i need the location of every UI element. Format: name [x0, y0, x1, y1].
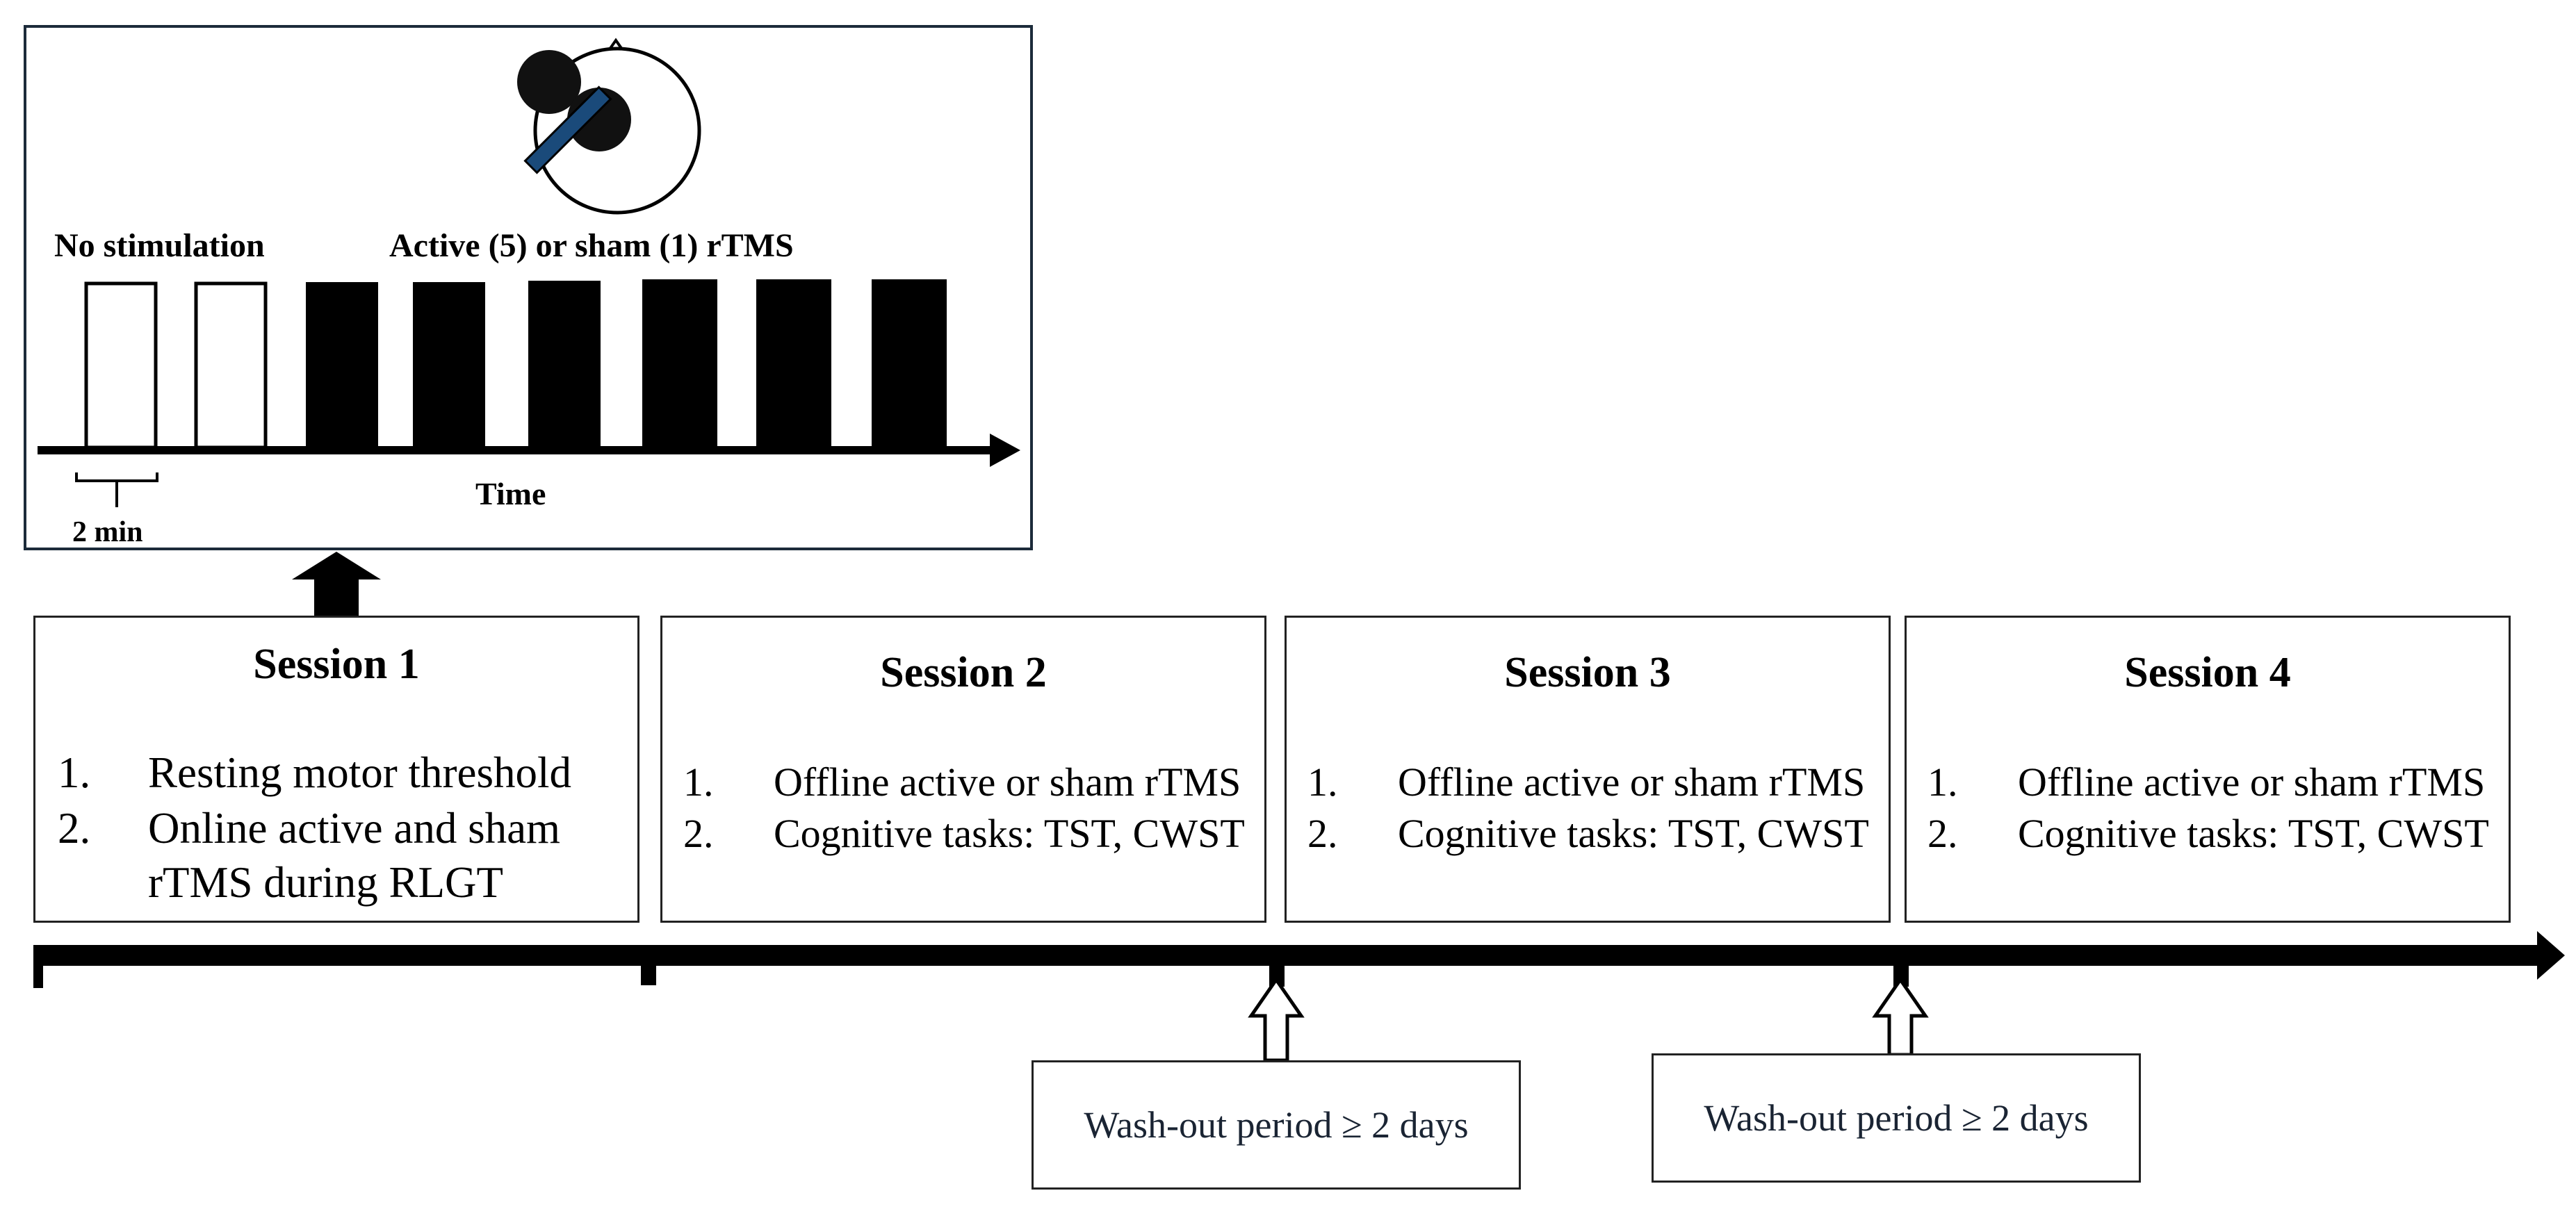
time-axis-arrow: [38, 434, 1020, 467]
washout-label: Wash-out period ≥ 2 days: [1084, 1104, 1469, 1146]
session-2-box: Session 2 1. Offline active or sham rTMS…: [660, 616, 1266, 923]
stimulation-block: [756, 279, 831, 449]
washout-arrow: [1872, 976, 1929, 1057]
session-1-box: Session 1 1. Resting motor threshold 2. …: [33, 616, 639, 923]
washout-box: Wash-out period ≥ 2 days: [1652, 1053, 2141, 1183]
item-text: Cognitive tasks: TST, CWST: [2018, 811, 2489, 856]
stimulation-block: [413, 282, 485, 449]
session-title: Session 3: [1504, 649, 1671, 696]
item-number: 1.: [1927, 759, 1958, 805]
item-text: Offline active or sham rTMS: [1398, 759, 1866, 805]
main-timeline-arrow: [33, 931, 2565, 988]
washout-arrow: [1248, 976, 1305, 1062]
item-number: 1.: [58, 748, 91, 797]
no-stimulation-block: [194, 281, 268, 450]
session-item-continuation: rTMS during RLGT: [148, 861, 503, 905]
session-4-box: Session 4 1. Offline active or sham rTMS…: [1905, 616, 2511, 923]
stimulation-block: [528, 281, 601, 449]
item-text: rTMS during RLGT: [148, 858, 503, 907]
stimulation-block: [642, 279, 717, 449]
no-stimulation-label: No stimulation: [54, 227, 265, 264]
time-label: Time: [475, 476, 546, 511]
interval-bracket: [75, 472, 158, 507]
session-title: Session 1: [253, 641, 420, 688]
session1-to-protocol-arrow: [292, 552, 381, 616]
washout-label: Wash-out period ≥ 2 days: [1704, 1097, 2089, 1139]
item-number: 2.: [683, 811, 714, 856]
interval-label: 2 min: [72, 516, 143, 548]
item-text: Cognitive tasks: TST, CWST: [1398, 811, 1869, 856]
item-number: 2.: [1927, 811, 1958, 856]
item-text: Offline active or sham rTMS: [2018, 759, 2486, 805]
item-number: 2.: [58, 804, 91, 853]
washout-box: Wash-out period ≥ 2 days: [1032, 1060, 1521, 1190]
item-number: 1.: [1307, 759, 1338, 805]
session-3-box: Session 3 1. Offline active or sham rTMS…: [1285, 616, 1891, 923]
item-text: Online active and sham: [148, 804, 561, 853]
item-text: Cognitive tasks: TST, CWST: [774, 811, 1245, 856]
item-number: 1.: [683, 759, 714, 805]
stimulation-block: [872, 279, 947, 449]
session-title: Session 2: [880, 649, 1047, 696]
stimulation-block: [306, 282, 378, 449]
item-text: Resting motor threshold: [148, 748, 571, 797]
item-text: Offline active or sham rTMS: [774, 759, 1241, 805]
head-with-tms-coil-icon: [517, 38, 701, 215]
no-stimulation-block: [84, 281, 158, 450]
session-title: Session 4: [2124, 649, 2291, 696]
item-number: 2.: [1307, 811, 1338, 856]
active-sham-label: Active (5) or sham (1) rTMS: [389, 227, 794, 264]
